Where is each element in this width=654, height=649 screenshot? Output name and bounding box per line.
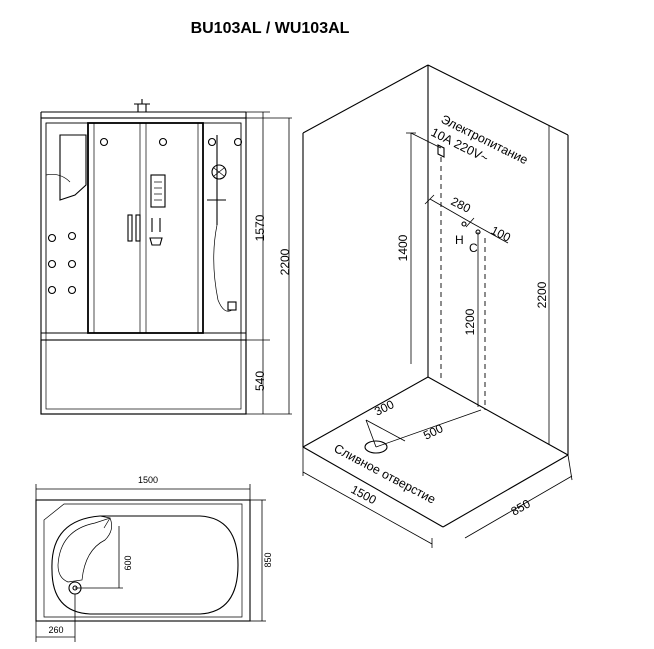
dim-line-drain-y — [375, 409, 482, 448]
front-view: 1570 2200 540 — [40, 99, 292, 415]
dim-line-drain-x — [365, 419, 406, 442]
iso-view: Электропитание 10А 220V~ 1400 2200 280 1… — [302, 64, 573, 548]
dim-panel-height-label: 1570 — [253, 214, 267, 241]
dim-line-floor-depth — [464, 475, 573, 539]
dim-drain-from-side-label: 260 — [48, 625, 63, 635]
floor-front-left-edge — [302, 446, 444, 528]
left-wall-panel — [45, 122, 89, 334]
mixer-icon — [149, 218, 163, 246]
dim-wall-height-label: 2200 — [535, 281, 549, 308]
dim-pipe-height-label: 1200 — [463, 308, 477, 335]
tray-inner-outline — [43, 503, 243, 618]
dim-pipe-offset-label: 100 — [489, 223, 513, 245]
dim-floor-depth-label: 850 — [509, 496, 534, 518]
massage-jets — [47, 231, 77, 295]
light-left-icon — [99, 137, 109, 147]
wall-top-right-edge — [427, 64, 569, 136]
light-right-icon — [158, 137, 168, 147]
dim-drain-y-label: 500 — [421, 421, 445, 443]
tray-outline — [35, 499, 251, 622]
dim-power-height-label: 1400 — [396, 234, 410, 261]
power-socket-icon — [437, 144, 445, 158]
floor-drain-icon — [364, 440, 388, 454]
drawing-title: BU103AL / WU103AL — [191, 20, 350, 37]
dim-pipe-spacing-label: 280 — [449, 194, 473, 216]
headrest-outline — [57, 517, 112, 583]
control-panel — [150, 174, 166, 208]
shower-head-icon — [211, 164, 227, 180]
front-outer-frame — [40, 117, 247, 415]
top-view: 1500 600 850 260 — [35, 475, 273, 642]
hot-label: H — [455, 233, 464, 247]
dim-drain-from-wall-label: 600 — [123, 555, 133, 570]
dim-drain-x-label: 300 — [372, 397, 396, 419]
dim-floor-width-label: 1500 — [349, 482, 379, 507]
seat-profile — [59, 134, 87, 201]
hot-pipe-icon — [461, 221, 467, 227]
bath-tray — [40, 339, 247, 415]
dim-top-depth-label: 850 — [263, 552, 273, 567]
door-handle-left — [127, 214, 133, 242]
floor-front-right-edge — [442, 454, 569, 528]
shower-hose — [213, 224, 233, 312]
dim-line-floor-width — [302, 471, 433, 545]
top-fitting-icon — [134, 99, 150, 112]
glass-door-frame — [87, 122, 204, 334]
wall-top-left-edge — [302, 64, 429, 134]
dim-top-width-label: 1500 — [138, 475, 158, 485]
bath-bowl — [51, 515, 239, 615]
cold-label: C — [469, 241, 478, 255]
dim-total-height-label: 2200 — [278, 248, 292, 275]
door-handle-right — [135, 214, 141, 242]
dim-tray-height-label: 540 — [253, 371, 267, 391]
